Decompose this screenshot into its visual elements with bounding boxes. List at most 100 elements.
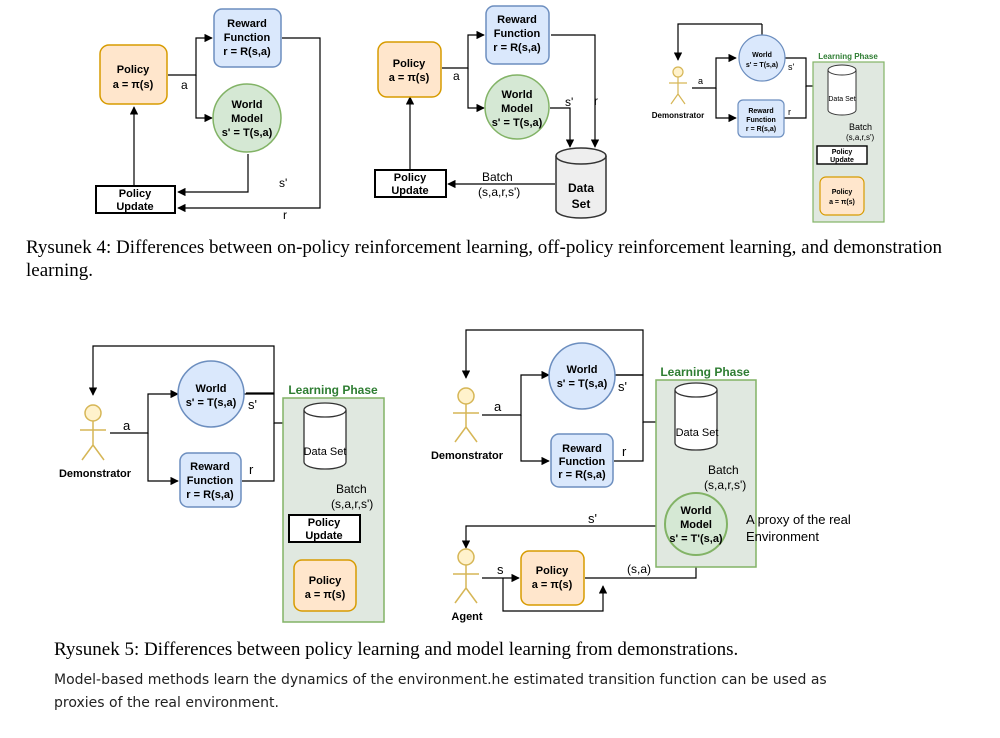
edge-s-to-dataset [550, 107, 575, 148]
svg-text:Policy: Policy [832, 189, 853, 196]
svg-text:Policy: Policy [394, 172, 427, 184]
svg-text:Policy: Policy [393, 58, 426, 70]
svg-text:Reward: Reward [190, 461, 230, 473]
svg-text:a = π(s): a = π(s) [305, 589, 346, 601]
svg-text:Environment: Environment [746, 529, 819, 544]
dataset-cylinder: Data Set [827, 64, 857, 116]
policy-update-node: Policy Update [816, 145, 868, 165]
edge-a-to-world [692, 53, 737, 89]
demonstrator-figure: Demonstrator [59, 404, 132, 480]
diagram-policy-learning: a s' r Learning Phase Demonstrator World… [59, 345, 385, 623]
world-model-node: World Model s' = T(s,a) [484, 74, 550, 140]
label-next-state: s' [279, 176, 287, 190]
svg-text:r = R(s,a): r = R(s,a) [223, 46, 271, 58]
edge-a-to-reward [715, 88, 737, 123]
agent-label: Agent [451, 611, 483, 623]
label-action: a [494, 399, 502, 414]
diagram-on-policy: a s' r Policy a = π(s) Reward Function r… [95, 8, 321, 222]
dataset-cylinder: Data Set [303, 402, 347, 470]
svg-text:Model: Model [680, 519, 712, 531]
edge-r-to-dataset [551, 34, 600, 148]
label-batch: Batch [708, 463, 739, 477]
svg-text:World: World [681, 505, 712, 517]
note-line-2: proxies of the real environment. [54, 695, 279, 711]
demonstrator-figure: Demonstrator [652, 66, 704, 120]
edge-s-bypass [502, 578, 608, 612]
svg-text:World: World [567, 364, 598, 376]
label-state-feedback: s' [588, 511, 597, 526]
proxy-annotation: A proxy of the real Environment [746, 512, 851, 544]
svg-text:Policy: Policy [832, 149, 853, 156]
svg-text:Function: Function [746, 117, 776, 124]
edge-next-state-to-agent [461, 525, 667, 549]
world-node: World s' = T(s,a) [177, 360, 245, 428]
world-node: World s' = T(s,a) [548, 342, 616, 410]
policy-update-node: Policy Update [95, 185, 176, 214]
note-line-1: Model-based methods learn the dynamics o… [54, 672, 827, 688]
reward-function-node: Reward Function r = R(s,a) [737, 99, 785, 138]
edge-s-to-update [177, 154, 249, 197]
label-batch-tuple: (s,a,r,s') [478, 185, 520, 199]
svg-text:a = π(s): a = π(s) [389, 72, 430, 84]
world-model-node: World Model s' = T'(s,a) [664, 492, 728, 556]
svg-text:Policy: Policy [308, 517, 341, 529]
svg-text:Update: Update [305, 530, 342, 542]
edge-reward-to-dataset [784, 86, 807, 119]
svg-text:Function: Function [559, 456, 606, 468]
demonstrator-label: Demonstrator [652, 111, 704, 120]
demonstrator-label: Demonstrator [431, 450, 504, 462]
label-batch: Batch [336, 482, 367, 496]
label-next-state: s' [788, 62, 795, 72]
label-reward: r [594, 94, 598, 108]
edge-a-to-world [467, 68, 485, 113]
reward-function-node: Reward Function r = R(s,a) [550, 433, 614, 488]
svg-text:s' = T(s,a): s' = T(s,a) [222, 127, 273, 139]
svg-text:Set: Set [572, 197, 591, 211]
svg-text:A proxy of the real: A proxy of the real [746, 512, 851, 527]
dataset-cylinder: Data Set [555, 147, 607, 219]
edge-loop-to-demonstrator [88, 345, 275, 396]
label-next-state: s' [565, 95, 573, 109]
diagram-model-learning: a s' r s' s (s,a) Learning Phase Demonst… [431, 329, 851, 623]
svg-text:World: World [232, 99, 263, 111]
reward-function-node: Reward Function r = R(s,a) [213, 8, 282, 68]
svg-text:Function: Function [494, 28, 541, 40]
svg-text:a = π(s): a = π(s) [829, 199, 855, 206]
agent-figure: Agent [451, 548, 483, 623]
diagram-demonstration-small: a s' r Demonstrator World s' = T(s,a) Re… [652, 23, 885, 223]
svg-text:r = R(s,a): r = R(s,a) [493, 42, 541, 54]
edge-a-to-world [110, 389, 179, 434]
label-next-state: s' [248, 397, 257, 412]
svg-text:Model: Model [501, 103, 533, 115]
svg-text:Reward: Reward [497, 14, 537, 26]
label-reward: r [622, 444, 627, 459]
figure-4-caption: Rysunek 4: Differences between on-policy… [26, 237, 943, 281]
policy-node: Policy a = π(s) [520, 550, 585, 606]
svg-text:Function: Function [224, 32, 271, 44]
svg-text:Reward: Reward [227, 18, 267, 30]
svg-text:Data Set: Data Set [304, 446, 347, 458]
svg-text:Update: Update [830, 157, 854, 164]
label-batch: Batch [482, 170, 513, 184]
policy-update-node: Policy Update [288, 514, 361, 543]
edge-loop-to-demonstrator [673, 23, 762, 61]
policy-node: Policy a = π(s) [819, 176, 865, 216]
svg-text:Policy: Policy [309, 575, 342, 587]
label-action: a [123, 418, 131, 433]
svg-text:Update: Update [391, 185, 428, 197]
demonstrator-label: Demonstrator [59, 468, 132, 480]
svg-text:Reward: Reward [748, 108, 773, 115]
svg-text:Update: Update [116, 201, 153, 213]
svg-text:World: World [752, 52, 772, 59]
label-batch-tuple: (s,a,r,s') [704, 478, 746, 492]
svg-text:Model: Model [231, 113, 263, 125]
label-reward: r [249, 462, 254, 477]
label-state-action: (s,a) [627, 562, 651, 576]
svg-text:r = R(s,a): r = R(s,a) [186, 489, 234, 501]
svg-text:World: World [502, 89, 533, 101]
svg-text:s' = T(s,a): s' = T(s,a) [186, 397, 237, 409]
svg-text:Function: Function [187, 475, 234, 487]
svg-text:Data Set: Data Set [828, 96, 855, 103]
label-action: a [698, 76, 703, 86]
